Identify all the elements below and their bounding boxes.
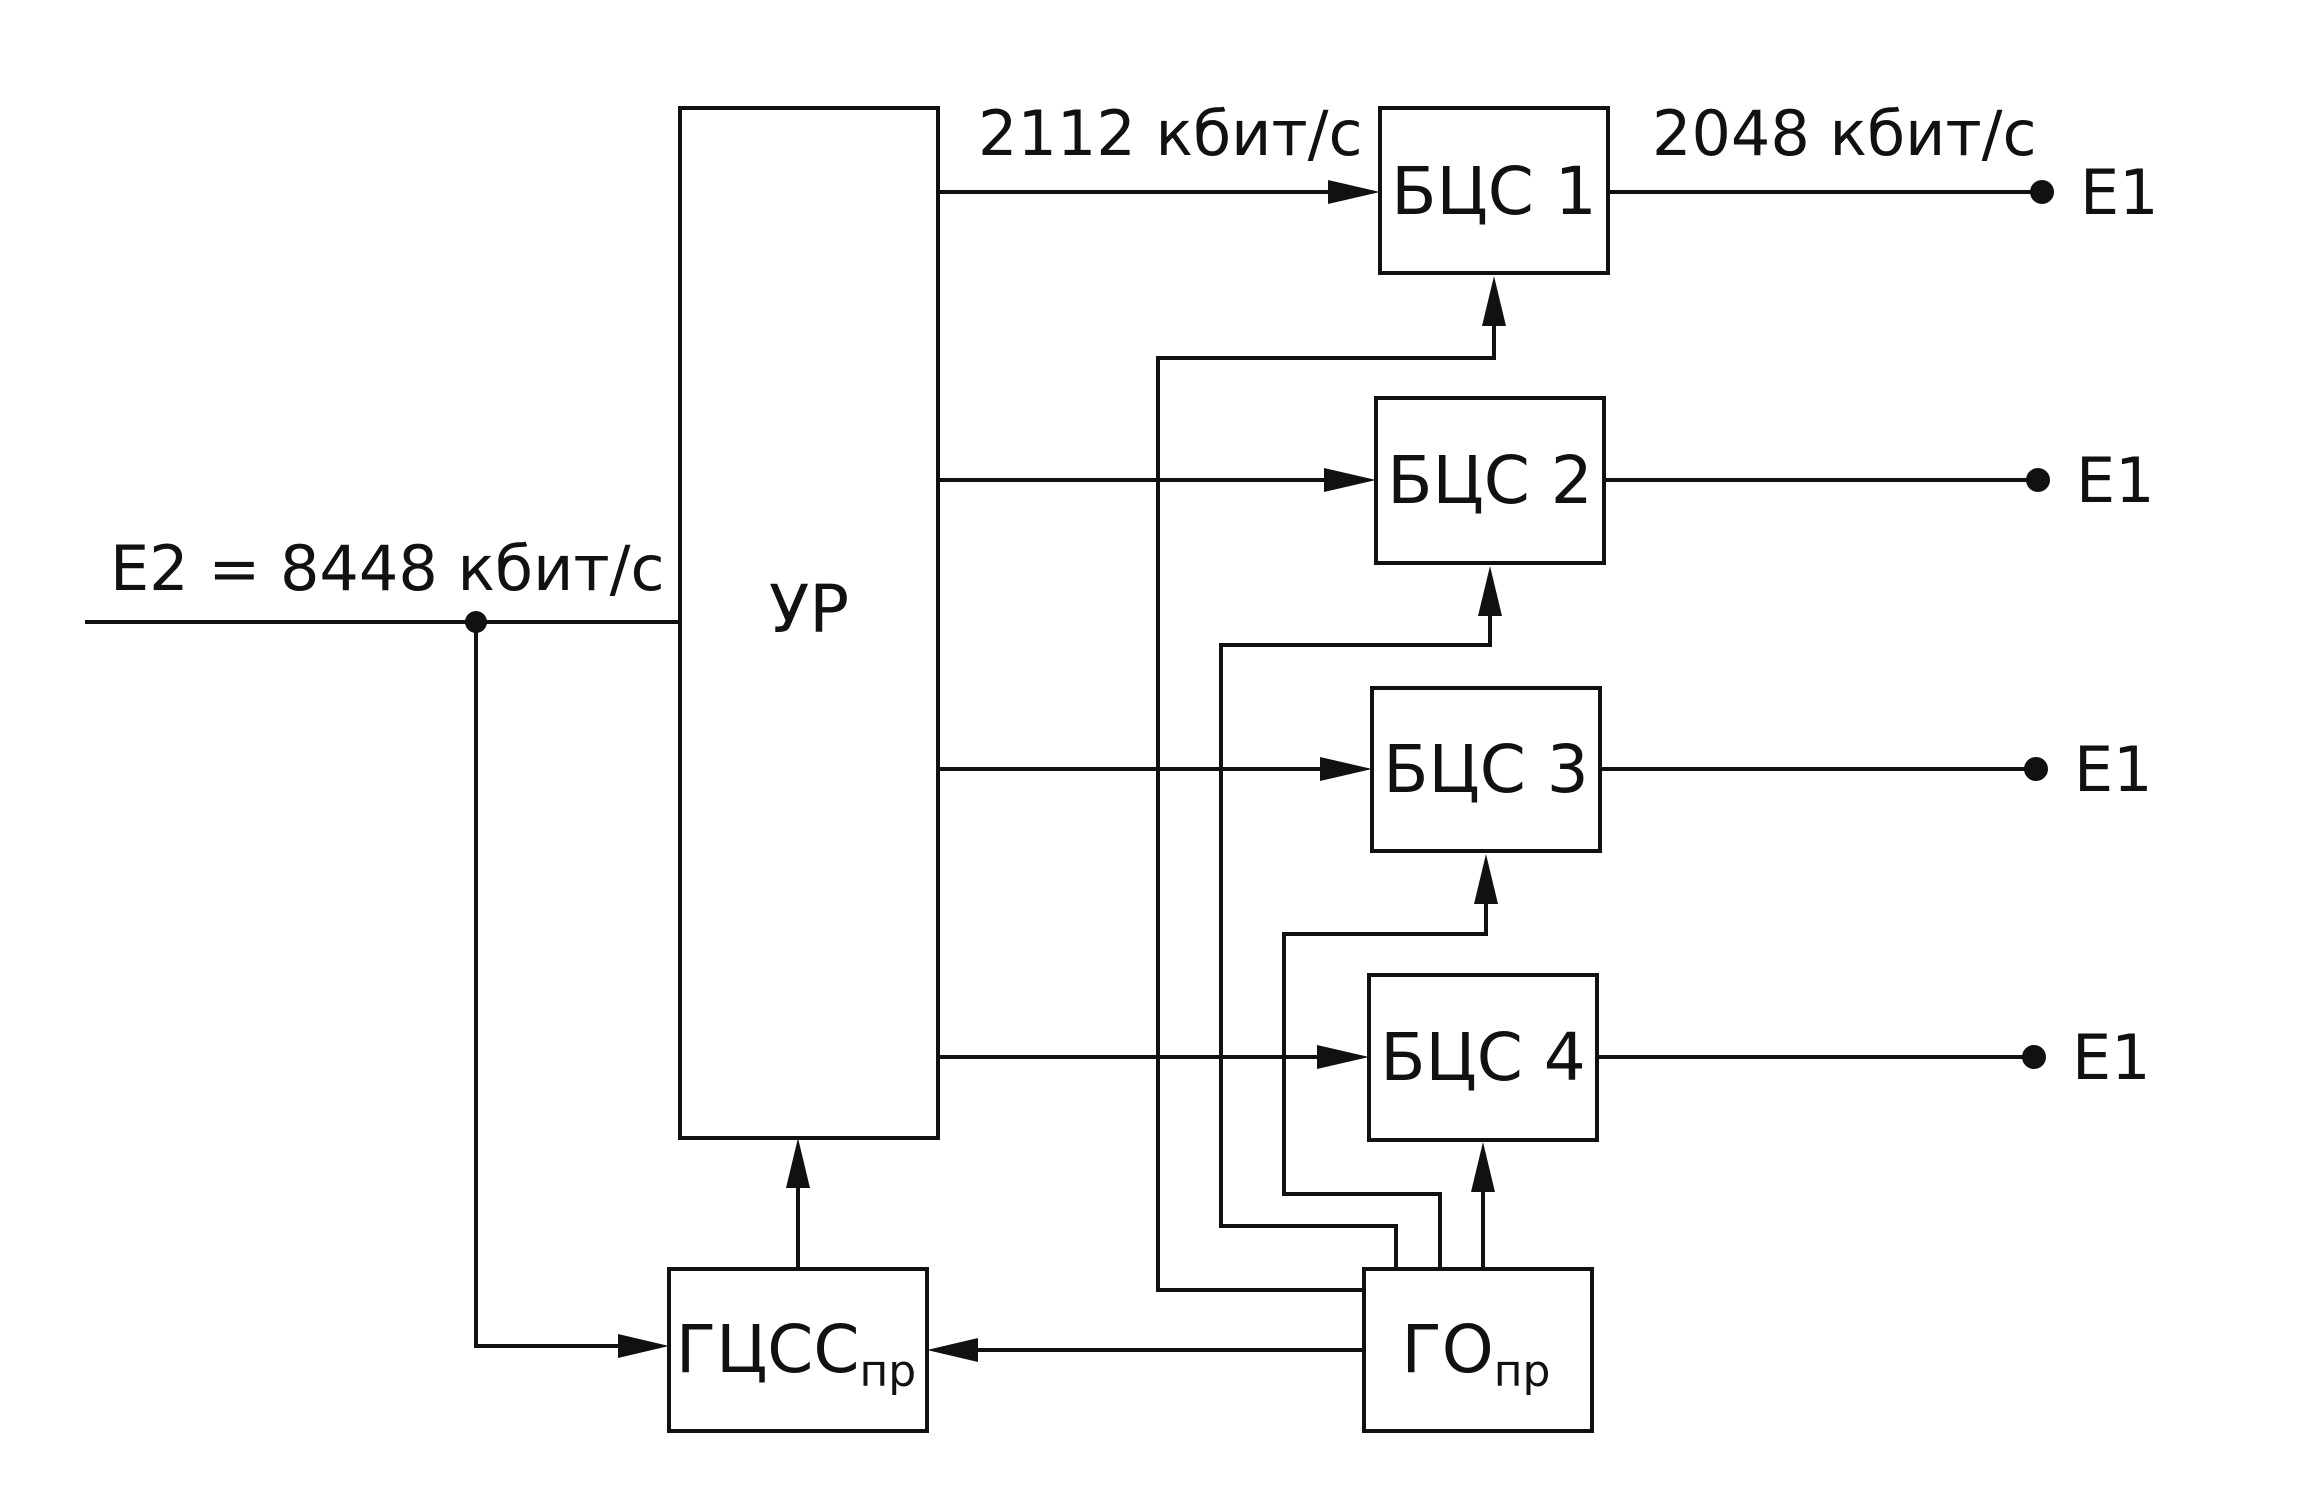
- go-block: [1362, 1267, 1594, 1433]
- go-sub-label: пр: [1494, 1346, 1551, 1397]
- bcs3-input-arrow: [1320, 757, 1372, 781]
- rate-in-label: 2112 кбит/с: [978, 97, 1363, 170]
- channel-block-2: [1374, 396, 1606, 565]
- bcs2-clock-arrow: [1478, 566, 1502, 616]
- splitter-block: [678, 106, 940, 1140]
- go-to-bcs2-line: [1219, 590, 1492, 1269]
- output-label-1: E1: [2080, 156, 2159, 229]
- gcss-sub-label: пр: [859, 1346, 916, 1397]
- go-to-bcs1-line: [1156, 300, 1496, 1292]
- rate-out-label: 2048 кбит/с: [1652, 97, 2037, 170]
- gcss-block: [667, 1267, 929, 1433]
- bcs1-label: БЦС 1: [1391, 153, 1597, 230]
- bcs3-label: БЦС 3: [1383, 731, 1589, 808]
- gcss-input-arrow: [618, 1334, 669, 1358]
- bcs3-clock-arrow: [1474, 854, 1498, 904]
- go-main-label: ГО: [1402, 1311, 1494, 1388]
- splitter-label: УР: [769, 571, 849, 648]
- output-terminal-3: [2024, 757, 2048, 781]
- output-terminal-1: [2030, 180, 2054, 204]
- gcss-main-label: ГЦСС: [676, 1311, 860, 1388]
- gcss-label: ГЦССпр: [676, 1311, 916, 1397]
- output-terminal-4: [2022, 1045, 2046, 1069]
- bcs4-clock-arrow: [1471, 1142, 1495, 1192]
- bcs1-clock-arrow: [1482, 276, 1506, 326]
- bcs4-label: БЦС 4: [1380, 1019, 1586, 1096]
- output-label-2: E1: [2076, 444, 2155, 517]
- bcs2-label: БЦС 2: [1387, 442, 1593, 519]
- input-rate-label: E2 = 8448 кбит/с: [110, 532, 665, 605]
- splitter-input-arrow: [786, 1138, 810, 1188]
- input-to-gcss-line: [474, 622, 645, 1348]
- output-label-4: E1: [2072, 1021, 2151, 1094]
- bcs4-input-arrow: [1317, 1045, 1369, 1069]
- channel-block-1: [1378, 106, 1610, 275]
- gcss-clock-arrow: [927, 1338, 978, 1362]
- output-label-3: E1: [2074, 733, 2153, 806]
- bcs2-input-arrow: [1324, 468, 1376, 492]
- bcs1-input-arrow: [1328, 180, 1380, 204]
- channel-block-4: [1367, 973, 1599, 1142]
- go-to-bcs3-line: [1282, 878, 1488, 1269]
- go-label: ГОпр: [1402, 1311, 1551, 1397]
- output-terminal-2: [2026, 468, 2050, 492]
